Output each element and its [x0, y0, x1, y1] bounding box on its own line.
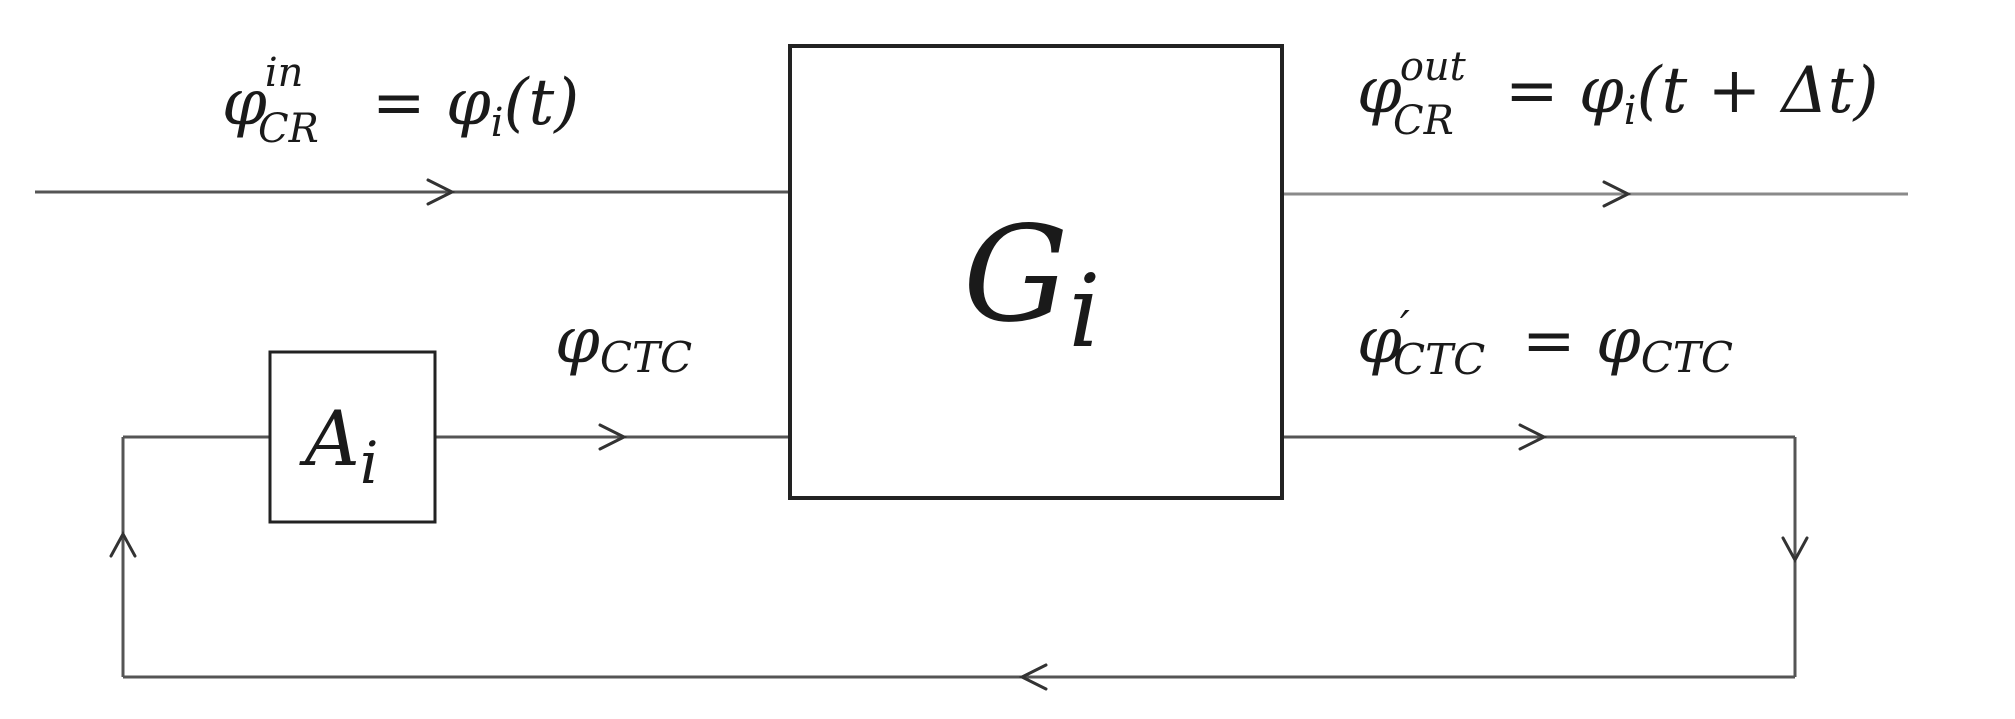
ctc-input-label: φCTC — [555, 304, 692, 382]
g-block-symbol: Gi — [963, 198, 1100, 370]
feedback-up-arrow — [109, 530, 137, 558]
g-block — [788, 44, 1284, 500]
feedback-down-arrow — [1781, 536, 1809, 564]
ctc-input-arrow — [598, 423, 628, 451]
ctc-output-arrow — [1518, 423, 1548, 451]
cr-input-arrow — [426, 178, 456, 206]
cr-output-arrow — [1602, 180, 1632, 208]
a-block-symbol: Ai — [299, 394, 378, 497]
a-block — [268, 350, 437, 524]
feedback-left-arrow — [1018, 663, 1048, 691]
ctc-output-label: φ′CTC= φCTC — [1357, 302, 1733, 384]
